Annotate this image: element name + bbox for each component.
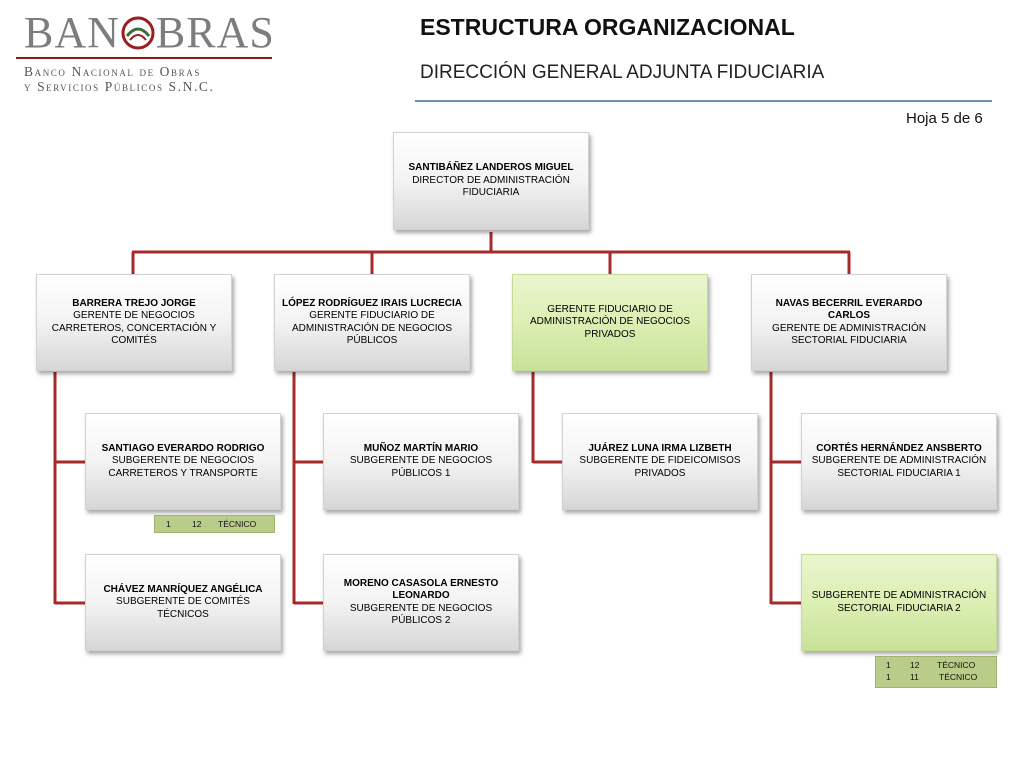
page-number: Hoja 5 de 6 <box>906 110 983 127</box>
staff-qty: 1 <box>886 672 891 682</box>
org-box-sub-6: CORTÉS HERNÁNDEZ ANSBERTO SUBGERENTE DE … <box>801 413 997 510</box>
manager-role: GERENTE DE NEGOCIOS CARRETEROS, CONCERTA… <box>51 310 217 346</box>
staff-level: 11 <box>910 672 919 682</box>
staff-table-2: 1 12 TÉCNICO 1 11 TÉCNICO <box>875 656 997 688</box>
sub-role: SUBGERENTE DE FIDEICOMISOS PRIVADOS <box>579 455 741 479</box>
sub-name: JUÁREZ LUNA IRMA LIZBETH <box>588 442 732 454</box>
org-box-sub-3: MUÑOZ MARTÍN MARIO SUBGERENTE DE NEGOCIO… <box>323 413 519 510</box>
staff-qty: 1 <box>166 519 171 529</box>
sub-name: MUÑOZ MARTÍN MARIO <box>363 442 479 454</box>
staff-row: 1 12 TÉCNICO <box>876 660 996 672</box>
manager-name: LÓPEZ RODRÍGUEZ IRAIS LUCRECIA <box>281 297 462 309</box>
sub-role: SUBGERENTE DE NEGOCIOS PÚBLICOS 1 <box>349 455 493 479</box>
director-role: DIRECTOR DE ADMINISTRACIÓN FIDUCIARIA <box>412 174 570 199</box>
logo-rule <box>16 57 272 59</box>
banobras-logo: BAN BRAS Banco Nacional de Obras y Servi… <box>14 6 276 98</box>
staff-type: TÉCNICO <box>218 519 257 529</box>
org-box-sub-7-vacant: SUBGERENTE DE ADMINISTRACIÓN SECTORIAL F… <box>801 554 997 651</box>
org-box-manager-4: NAVAS BECERRIL EVERARDO CARLOS GERENTE D… <box>751 274 947 371</box>
sub-name: CORTÉS HERNÁNDEZ ANSBERTO <box>816 442 982 454</box>
staff-type: TÉCNICO <box>937 660 976 670</box>
staff-row: 1 11 TÉCNICO <box>876 672 996 684</box>
logo-subtitle-line2: y Servicios Públicos S.N.C. <box>24 79 215 94</box>
staff-row: 1 12 TÉCNICO <box>155 519 274 531</box>
sub-name: CHÁVEZ MANRÍQUEZ ANGÉLICA <box>103 583 263 595</box>
org-box-sub-2: CHÁVEZ MANRÍQUEZ ANGÉLICA SUBGERENTE DE … <box>85 554 281 651</box>
logo-subtitle-line1: Banco Nacional de Obras <box>24 64 201 79</box>
sub-role: SUBGERENTE DE ADMINISTRACIÓN SECTORIAL F… <box>811 455 987 479</box>
org-box-manager-1: BARRERA TREJO JORGE GERENTE DE NEGOCIOS … <box>36 274 232 371</box>
org-box-director: SANTIBÁÑEZ LANDEROS MIGUEL DIRECTOR DE A… <box>393 132 589 230</box>
staff-level: 12 <box>192 519 202 529</box>
logo-seal-icon <box>121 16 155 50</box>
manager-role: GERENTE FIDUCIARIO DE ADMINISTRACIÓN DE … <box>529 303 690 340</box>
sub-role: SUBGERENTE DE COMITÉS TÉCNICOS <box>116 596 250 620</box>
staff-level: 12 <box>910 660 920 670</box>
logo-subtitle: Banco Nacional de Obras y Servicios Públ… <box>24 64 215 94</box>
org-box-sub-1: SANTIAGO EVERARDO RODRIGO SUBGERENTE DE … <box>85 413 281 510</box>
staff-type: TÉCNICO <box>939 672 978 682</box>
staff-table-1: 1 12 TÉCNICO <box>154 515 275 533</box>
sub-role: SUBGERENTE DE ADMINISTRACIÓN SECTORIAL F… <box>811 590 987 614</box>
page-subtitle: DIRECCIÓN GENERAL ADJUNTA FIDUCIARIA <box>420 62 825 83</box>
sub-role: SUBGERENTE DE NEGOCIOS PÚBLICOS 2 <box>349 602 493 627</box>
header-rule <box>415 100 992 102</box>
sub-name: MORENO CASASOLA ERNESTO LEONARDO <box>343 577 499 602</box>
logo-wordmark: BAN BRAS <box>24 8 275 57</box>
manager-role: GERENTE DE ADMINISTRACIÓN SECTORIAL FIDU… <box>772 322 926 347</box>
sub-role: SUBGERENTE DE NEGOCIOS CARRETEROS Y TRAN… <box>108 455 258 479</box>
staff-qty: 1 <box>886 660 891 670</box>
sub-name: SANTIAGO EVERARDO RODRIGO <box>101 442 265 454</box>
manager-name: NAVAS BECERRIL EVERARDO CARLOS <box>775 297 923 322</box>
page-title: ESTRUCTURA ORGANIZACIONAL <box>420 14 795 40</box>
org-box-sub-5: JUÁREZ LUNA IRMA LIZBETH SUBGERENTE DE F… <box>562 413 758 510</box>
manager-role: GERENTE FIDUCIARIO DE ADMINISTRACIÓN DE … <box>291 310 452 346</box>
manager-name: BARRERA TREJO JORGE <box>72 297 196 309</box>
org-box-manager-2: LÓPEZ RODRÍGUEZ IRAIS LUCRECIA GERENTE F… <box>274 274 470 371</box>
director-name: SANTIBÁÑEZ LANDEROS MIGUEL <box>408 162 574 174</box>
org-box-sub-4: MORENO CASASOLA ERNESTO LEONARDO SUBGERE… <box>323 554 519 651</box>
org-box-manager-3-vacant: GERENTE FIDUCIARIO DE ADMINISTRACIÓN DE … <box>512 274 708 371</box>
